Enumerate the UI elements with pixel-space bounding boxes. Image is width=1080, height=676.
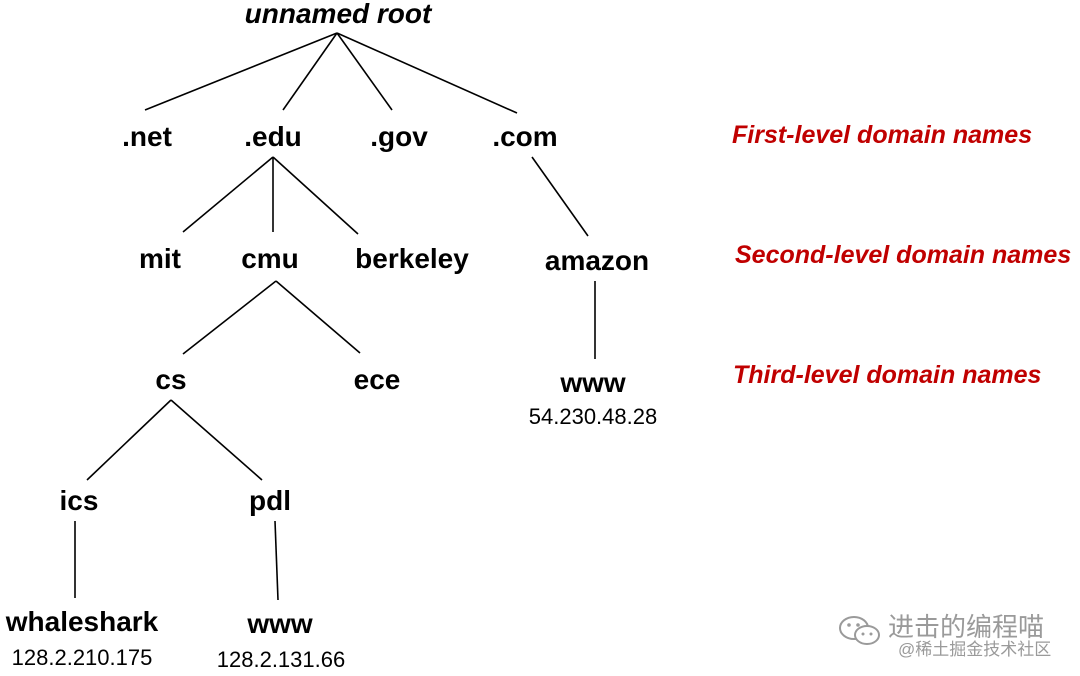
watermark-name: 进击的编程喵 xyxy=(888,612,1045,642)
ip-amazon-www: 54.230.48.28 xyxy=(528,404,658,429)
label-second-level: Second-level domain names xyxy=(735,241,1072,269)
edge-cmu-ece xyxy=(275,280,361,354)
node-amazon-www: www xyxy=(560,367,626,398)
label-third-level: Third-level domain names xyxy=(733,361,1042,389)
edge-cs-pdl xyxy=(170,399,263,481)
edge-com-amazon xyxy=(531,156,589,237)
watermark-sub: @稀土掘金技术社区 xyxy=(898,640,1052,659)
node-edu: .edu xyxy=(244,121,302,152)
node-amazon: amazon xyxy=(544,245,650,276)
node-cmu: cmu xyxy=(241,243,299,274)
node-ece: ece xyxy=(353,364,401,395)
node-unnamed-root: unnamed root xyxy=(244,0,432,29)
node-ics: ics xyxy=(59,485,99,516)
node-gov: .gov xyxy=(370,121,428,152)
edge-edu-berkeley xyxy=(272,156,359,235)
node-whaleshark: whaleshark xyxy=(5,606,159,637)
edge-pdl-www xyxy=(274,520,279,601)
node-net: .net xyxy=(122,121,172,152)
edge-edu-mit xyxy=(182,156,274,233)
edge-cmu-cs xyxy=(182,280,277,355)
node-pdl-www: www xyxy=(247,608,313,639)
node-cs: cs xyxy=(155,364,187,395)
edge-root-gov xyxy=(336,32,393,111)
node-com: .com xyxy=(492,121,558,152)
node-mit: mit xyxy=(139,243,181,274)
label-first-level: First-level domain names xyxy=(732,121,1033,149)
edge-cs-ics xyxy=(86,399,172,481)
node-pdl: pdl xyxy=(249,485,291,516)
edge-root-com xyxy=(336,32,518,114)
wechat-icon xyxy=(839,616,880,645)
ip-whaleshark: 128.2.210.175 xyxy=(11,645,153,670)
node-berkeley: berkeley xyxy=(355,243,469,274)
edge-root-edu xyxy=(282,32,338,111)
ip-pdl-www: 128.2.131.66 xyxy=(216,647,346,672)
edge-root-net xyxy=(144,32,338,111)
